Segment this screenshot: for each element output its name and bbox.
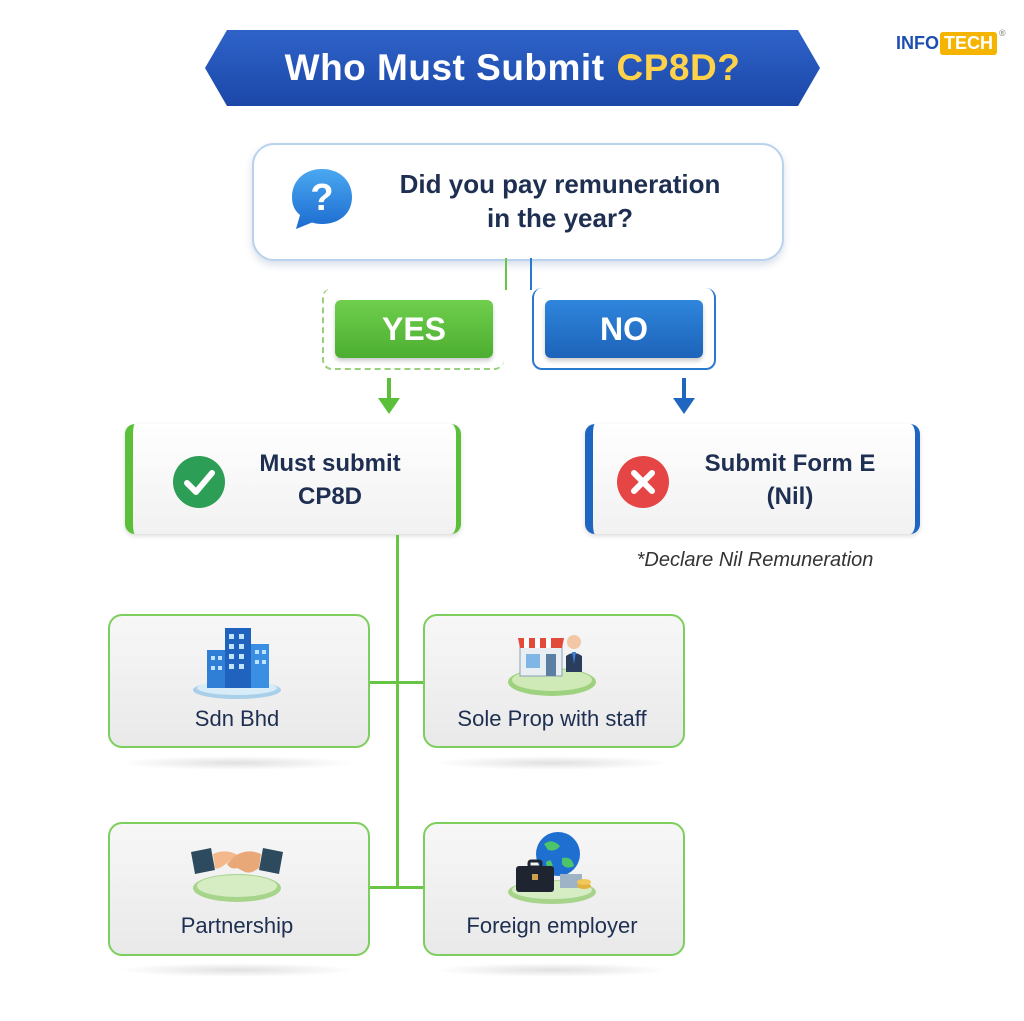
x-circle-icon bbox=[617, 456, 669, 508]
must-submit-box bbox=[125, 424, 461, 534]
logo-registered-mark: ® bbox=[999, 28, 1006, 38]
question-text: Did you pay remuneration in the year? bbox=[372, 167, 748, 235]
form-e-box bbox=[585, 424, 920, 534]
entity-label: Sdn Bhd bbox=[194, 706, 280, 731]
handshake-icon bbox=[191, 848, 283, 902]
connector-question-no bbox=[530, 258, 532, 290]
shop-owner-icon bbox=[508, 635, 596, 696]
must-submit-line-2: CP8D bbox=[297, 483, 363, 510]
office-building-icon bbox=[193, 628, 281, 699]
title-highlight: CP8D? bbox=[616, 47, 741, 88]
card-shadow bbox=[432, 963, 672, 977]
must-submit-line-1: Must submit bbox=[259, 450, 401, 477]
arrow-down-green-icon bbox=[378, 378, 400, 414]
entity-label: Sole Prop with staff bbox=[457, 706, 647, 731]
globe-briefcase-icon bbox=[508, 832, 596, 904]
tree-branch-top bbox=[369, 681, 425, 684]
title-text: Who Must Submit bbox=[284, 47, 605, 88]
check-circle-icon bbox=[173, 456, 225, 508]
arrow-down-blue-icon bbox=[673, 378, 695, 414]
title-banner: Who Must Submit CP8D? bbox=[205, 30, 820, 106]
form-e-text: Submit Form E (Nil) bbox=[690, 447, 890, 513]
logo-part-info: INFO bbox=[896, 32, 939, 53]
connector-question-yes bbox=[505, 258, 507, 290]
tree-trunk bbox=[396, 535, 399, 889]
yes-frame bbox=[322, 288, 504, 370]
tree-branch-bottom bbox=[369, 886, 425, 889]
form-e-line-1: Submit Form E bbox=[704, 450, 876, 477]
card-shadow bbox=[117, 756, 357, 770]
logo-part-tech: TECH bbox=[940, 31, 997, 55]
card-shadow bbox=[432, 756, 672, 770]
no-button: NO bbox=[545, 300, 703, 358]
question-bubble-icon: ? bbox=[292, 169, 352, 229]
no-frame bbox=[532, 288, 716, 370]
question-line-2: in the year? bbox=[487, 203, 633, 233]
card-shadow bbox=[117, 963, 357, 977]
svg-text:?: ? bbox=[310, 177, 333, 219]
entity-label: Foreign employer bbox=[466, 913, 638, 938]
infotech-logo: INFO TECH ® bbox=[896, 28, 1006, 58]
entity-label: Partnership bbox=[180, 913, 294, 938]
nil-note: *Declare Nil Remuneration bbox=[636, 549, 874, 571]
form-e-line-2: (Nil) bbox=[766, 483, 814, 510]
must-submit-text: Must submit CP8D bbox=[240, 447, 420, 513]
question-line-1: Did you pay remuneration bbox=[399, 169, 721, 199]
yes-button: YES bbox=[335, 300, 493, 358]
